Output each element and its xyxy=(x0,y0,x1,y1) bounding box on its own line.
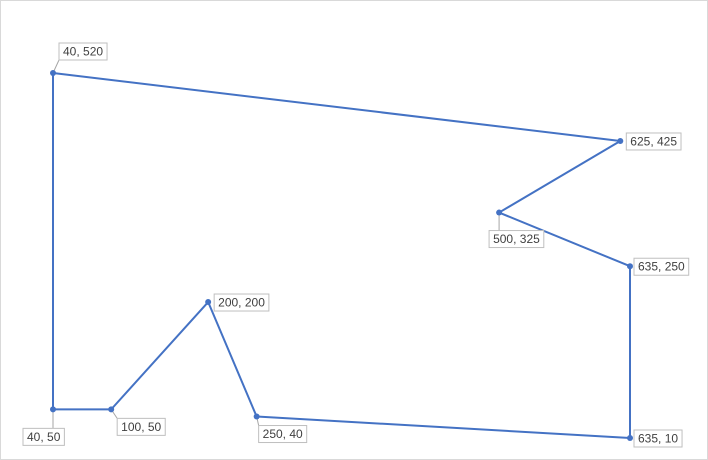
data-label-text: 635, 10 xyxy=(638,432,678,446)
data-label-box xyxy=(58,42,108,61)
data-label: 500, 325 xyxy=(488,230,545,249)
data-point[interactable] xyxy=(253,413,260,420)
data-label-text: 500, 325 xyxy=(493,232,540,246)
data-label-box xyxy=(625,132,682,151)
data-point[interactable] xyxy=(50,70,56,76)
data-label: 100, 50 xyxy=(116,417,166,436)
data-label-text: 200, 200 xyxy=(218,296,265,310)
data-label: 40, 520 xyxy=(58,42,108,61)
data-point[interactable] xyxy=(108,406,115,413)
data-label-box xyxy=(488,230,545,249)
data-label: 40, 50 xyxy=(22,427,65,446)
series-line-group xyxy=(52,72,631,439)
data-point[interactable] xyxy=(205,299,212,306)
data-point[interactable] xyxy=(50,406,56,413)
series-line-segment xyxy=(52,72,622,142)
data-label-text: 40, 50 xyxy=(27,430,61,444)
data-point-group xyxy=(50,70,633,441)
data-point[interactable] xyxy=(496,209,503,216)
data-label-text: 100, 50 xyxy=(121,420,161,434)
data-label: 625, 425 xyxy=(625,132,682,151)
data-label: 250, 40 xyxy=(258,425,308,444)
data-label-text: 625, 425 xyxy=(630,134,677,148)
data-label: 635, 10 xyxy=(633,429,683,448)
data-label-box xyxy=(116,417,166,436)
series-line-segment xyxy=(255,415,631,439)
data-label-box xyxy=(633,429,683,448)
data-label-box xyxy=(22,427,65,446)
data-label-box xyxy=(213,293,270,312)
series-line-segment xyxy=(498,139,622,214)
data-label-text: 40, 520 xyxy=(63,45,103,59)
series-line-segment xyxy=(498,211,631,268)
data-label-text: 250, 40 xyxy=(263,427,303,441)
leader-line-group xyxy=(52,59,500,429)
data-label-box xyxy=(258,425,308,444)
data-label-box xyxy=(633,257,690,276)
data-label-group: 40, 520 625, 425 500, 325 635, 250 635, 10 25… xyxy=(22,42,690,448)
data-point[interactable] xyxy=(627,263,633,270)
series-line-segment xyxy=(207,301,258,418)
data-label-text: 635, 250 xyxy=(638,260,685,274)
series-line-segment xyxy=(110,301,210,411)
data-point[interactable] xyxy=(617,137,624,144)
data-point[interactable] xyxy=(627,435,633,441)
data-label: 200, 200 xyxy=(213,293,270,312)
data-label: 635, 250 xyxy=(633,257,690,276)
